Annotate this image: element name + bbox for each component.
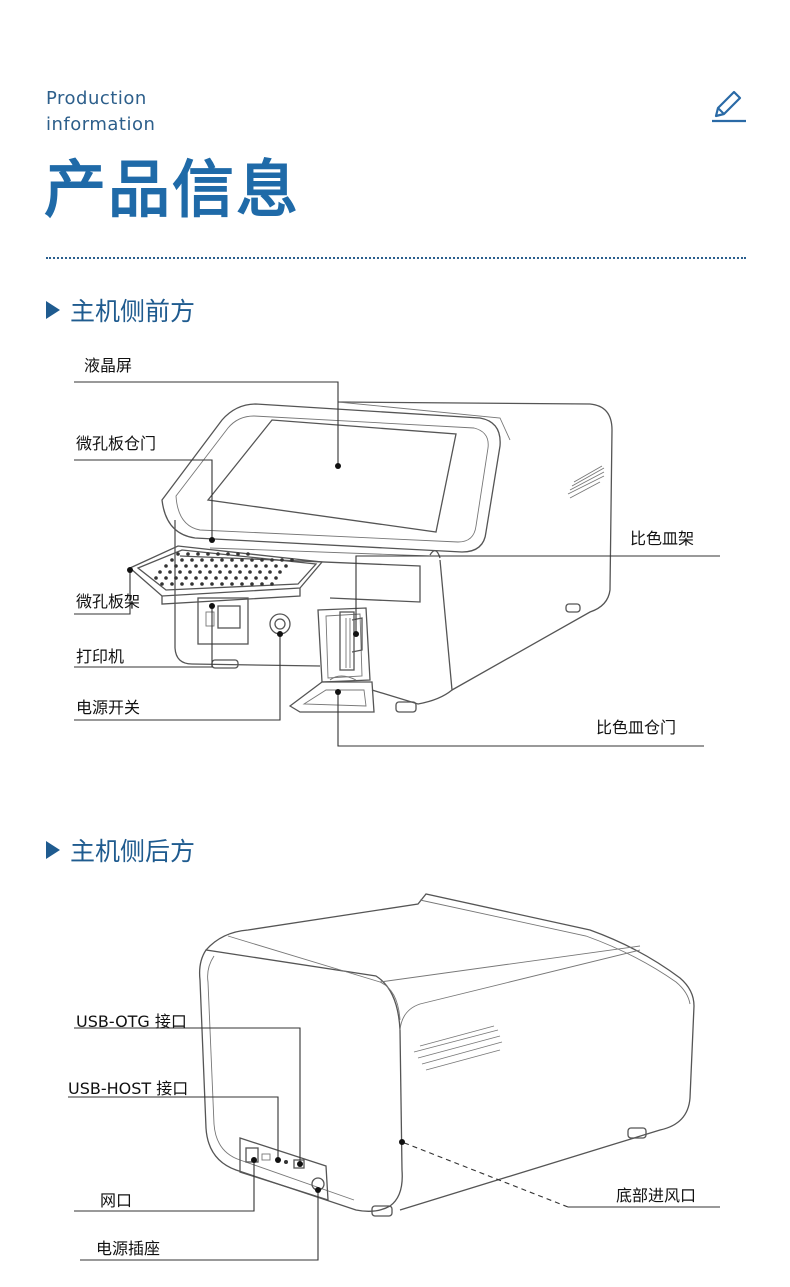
label-power-socket: 电源插座 <box>96 1239 161 1258</box>
rear-instrument-drawing <box>198 893 695 1217</box>
front-instrument-drawing <box>128 401 613 713</box>
rear-leader-lines <box>68 1027 720 1261</box>
rear-section-heading: 主机侧后方 <box>46 832 195 868</box>
page-title: 产品信息 <box>44 153 301 226</box>
label-microplate-door: 微孔板仓门 <box>76 434 157 453</box>
triangle-bullet-icon <box>46 841 60 859</box>
front-section-title: 主机侧前方 <box>70 297 196 326</box>
front-leader-lines <box>74 381 720 747</box>
header-divider <box>46 257 746 259</box>
label-usb-host-port: USB-HOST 接口 <box>68 1079 189 1098</box>
triangle-bullet-icon <box>46 301 60 319</box>
english-subtitle: Production information <box>46 86 155 138</box>
label-network-port: 网口 <box>100 1191 133 1210</box>
pencil-edit-icon <box>712 90 746 123</box>
english-line-2: information <box>46 114 156 135</box>
label-usb-otg-port: USB-OTG 接口 <box>76 1012 187 1031</box>
front-section-heading: 主机侧前方 <box>46 292 195 328</box>
label-power-switch: 电源开关 <box>76 698 141 717</box>
label-cuvette-door: 比色皿仓门 <box>596 718 677 737</box>
rear-section-title: 主机侧后方 <box>70 837 196 866</box>
label-printer: 打印机 <box>76 647 125 666</box>
english-line-1: Production <box>46 88 147 109</box>
label-microplate-holder: 微孔板架 <box>76 592 141 611</box>
label-lcd-screen: 液晶屏 <box>84 356 133 375</box>
label-cuvette-rack: 比色皿架 <box>630 529 695 548</box>
label-bottom-air-inlet: 底部进风口 <box>616 1186 697 1205</box>
